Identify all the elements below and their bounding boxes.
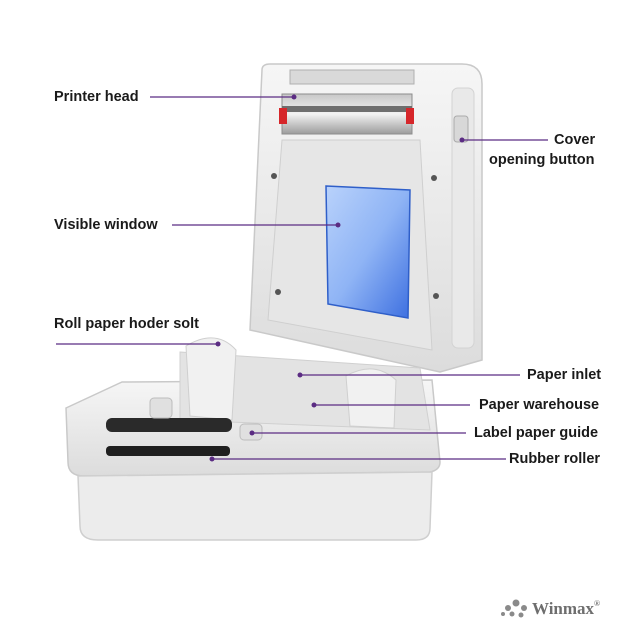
printer-head-top-bar (289, 69, 415, 85)
roll-paper-holder-right (345, 368, 397, 429)
leader-lines (56, 96, 548, 460)
brand-name: Winmax (532, 599, 595, 618)
leader-dots (209, 94, 465, 462)
label-paper-warehouse: Paper warehouse (479, 397, 600, 413)
leader-dot (209, 456, 215, 462)
label-cover-line2: opening button (489, 152, 595, 168)
label-cover-line1: Cover (554, 132, 596, 148)
label-printer-head: Printer head (54, 89, 139, 105)
printer-head-stripe (282, 106, 412, 112)
leader-dot (335, 222, 341, 228)
rubber-roller-highlight (106, 446, 230, 456)
printer-head-clip-left (279, 108, 287, 124)
leader-dot (459, 137, 465, 143)
leader-dot (249, 430, 255, 436)
leader-dot (291, 94, 297, 100)
label-label-paper-guide: Label paper guide (474, 425, 599, 441)
label-visible-window: Visible window (54, 217, 158, 233)
leader-dot (297, 372, 303, 378)
lid-side-rail-right (451, 87, 475, 349)
visible-window-pane (325, 185, 411, 319)
rubber-roller (106, 418, 232, 432)
label-rubber-roller: Rubber roller (509, 451, 601, 467)
printer-head-bar (281, 93, 413, 135)
label-paper-inlet: Paper inlet (527, 367, 602, 383)
leader-dot (215, 341, 221, 347)
winmax-logo-icon (501, 599, 527, 618)
lid-screw-hole (275, 289, 281, 295)
printer-base-bottom (77, 471, 433, 541)
label-paper-guide (149, 397, 173, 419)
lid-screw-hole (271, 173, 277, 179)
lid-screw-hole (431, 175, 437, 181)
lid-screw-hole (433, 293, 439, 299)
brand-registered-mark: ® (594, 599, 601, 608)
label-roll-paper-holder: Roll paper hoder solt (54, 316, 200, 332)
brand-wordmark: Winmax® (532, 599, 600, 619)
leader-dot (311, 402, 317, 408)
printer-head-clip-right (406, 108, 414, 124)
roll-paper-holder-left (185, 337, 237, 421)
